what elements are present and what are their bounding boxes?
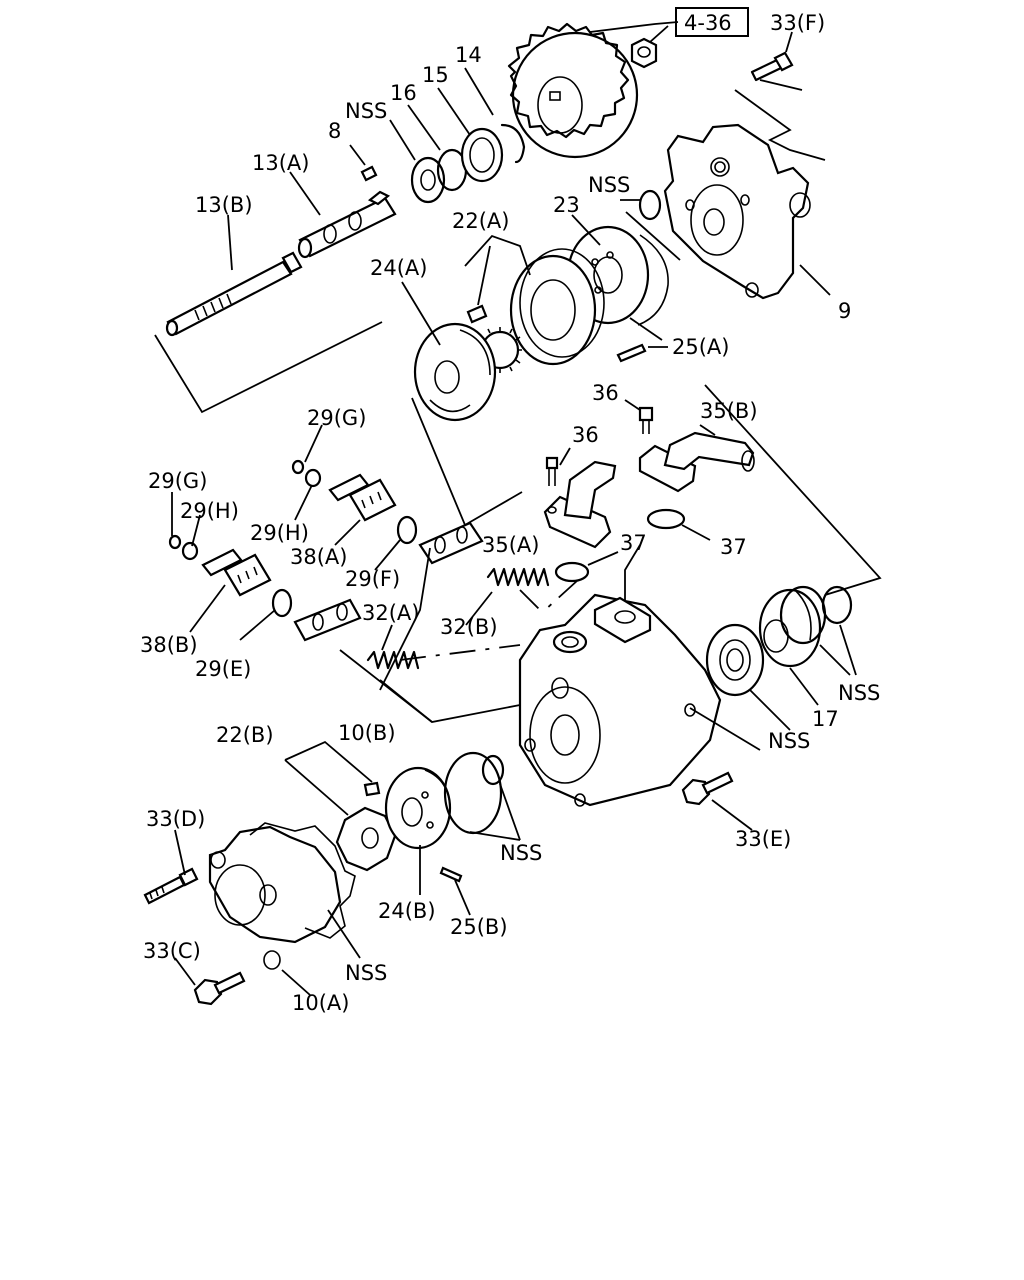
label-37-left: 37 [620, 531, 647, 555]
front-cover-10a [208, 825, 342, 970]
bolt-36a [545, 456, 559, 486]
bolt-36b [638, 406, 654, 434]
o-ring-29g-a [291, 459, 305, 475]
label-33c: 33(C) [143, 939, 201, 963]
vane-22a [466, 304, 488, 324]
label-14: 14 [455, 43, 482, 67]
plate-24a [413, 322, 497, 422]
label-22b: 22(B) [216, 723, 274, 747]
fitting-35b [638, 431, 755, 493]
label-38b: 38(B) [140, 633, 198, 657]
reference-label: 4-36 [684, 11, 732, 35]
fitting-35a [543, 460, 617, 549]
label-9: 9 [838, 299, 851, 323]
label-nss-gasket: NSS [345, 961, 387, 985]
gear-nut [630, 37, 658, 69]
o-ring-29h-b [181, 541, 199, 561]
label-nss-lower: NSS [500, 841, 542, 865]
bolt-33d [143, 867, 199, 905]
bearing-nss-right [705, 623, 765, 697]
label-8: 8 [328, 119, 341, 143]
label-37-right: 37 [720, 535, 747, 559]
o-ring-nss-top [638, 189, 662, 221]
o-ring-29g-b [168, 534, 182, 550]
o-ring-29e [271, 588, 293, 618]
label-33e: 33(E) [735, 827, 791, 851]
o-ring-nss-lower-b [481, 754, 505, 786]
label-24b: 24(B) [378, 899, 436, 923]
label-35b: 35(B) [700, 399, 758, 423]
label-29f: 29(F) [345, 567, 400, 591]
bolt-33c [193, 971, 246, 1006]
o-ring-37b [646, 508, 686, 530]
label-25b: 25(B) [450, 915, 508, 939]
label-29g-lower: 29(G) [148, 469, 207, 493]
spring-32b [486, 567, 550, 587]
label-nss-bearing: NSS [345, 99, 387, 123]
rotor-22b [335, 806, 397, 872]
pump-housing [518, 593, 722, 807]
o-ring-nss-lower-a [443, 751, 503, 835]
reference-box [675, 7, 749, 37]
bolt-33f [750, 51, 794, 82]
rear-housing [663, 123, 811, 300]
label-nss-right: NSS [838, 681, 880, 705]
o-ring-29f [396, 515, 418, 545]
gasket-nss [249, 822, 356, 939]
shaft-13a [297, 190, 397, 259]
label-10b: 10(B) [338, 721, 396, 745]
label-32b: 32(B) [440, 615, 498, 639]
label-29g-upper: 29(G) [307, 406, 366, 430]
label-33f: 33(F) [770, 11, 825, 35]
label-29h-upper: 29(H) [250, 521, 309, 545]
label-35a: 35(A) [482, 533, 539, 557]
label-25a: 25(A) [672, 335, 729, 359]
label-16: 16 [390, 81, 417, 105]
pin-25a [616, 343, 647, 363]
label-17: 17 [812, 707, 839, 731]
label-nss-housing: NSS [588, 173, 630, 197]
label-32a: 32(A) [362, 601, 419, 625]
plug-38b [201, 548, 272, 597]
label-33d: 33(D) [146, 807, 205, 831]
shaft-13b [165, 251, 303, 337]
pin-25b [439, 866, 463, 883]
seal-15 [460, 127, 504, 183]
bolt-33e [681, 771, 734, 806]
label-24a: 24(A) [370, 256, 427, 280]
o-ring-nss-right-b [821, 585, 853, 625]
label-36-lower: 36 [572, 423, 599, 447]
label-23: 23 [553, 193, 580, 217]
label-29e: 29(E) [195, 657, 251, 681]
cam-ring-22a [509, 248, 605, 366]
plug-38a [328, 473, 397, 522]
label-13b: 13(B) [195, 193, 253, 217]
drive-gear [507, 22, 639, 159]
snap-ring-14 [500, 123, 526, 164]
label-13a: 13(A) [252, 151, 309, 175]
label-29h-lower: 29(H) [180, 499, 239, 523]
o-ring-29h-a [304, 468, 322, 488]
bearing-nss [410, 156, 446, 204]
cap-17 [758, 588, 822, 668]
label-36-upper: 36 [592, 381, 619, 405]
plate-24b [384, 766, 452, 850]
vane-22b [363, 781, 381, 797]
spring-32a [366, 650, 420, 670]
label-10a: 10(A) [292, 991, 349, 1015]
plunger-lower [293, 598, 362, 642]
o-ring-37a [554, 561, 590, 583]
label-15: 15 [422, 63, 449, 87]
label-38a: 38(A) [290, 545, 347, 569]
label-nss-bearing-right: NSS [768, 729, 810, 753]
key-8 [360, 165, 378, 182]
label-22a: 22(A) [452, 209, 509, 233]
